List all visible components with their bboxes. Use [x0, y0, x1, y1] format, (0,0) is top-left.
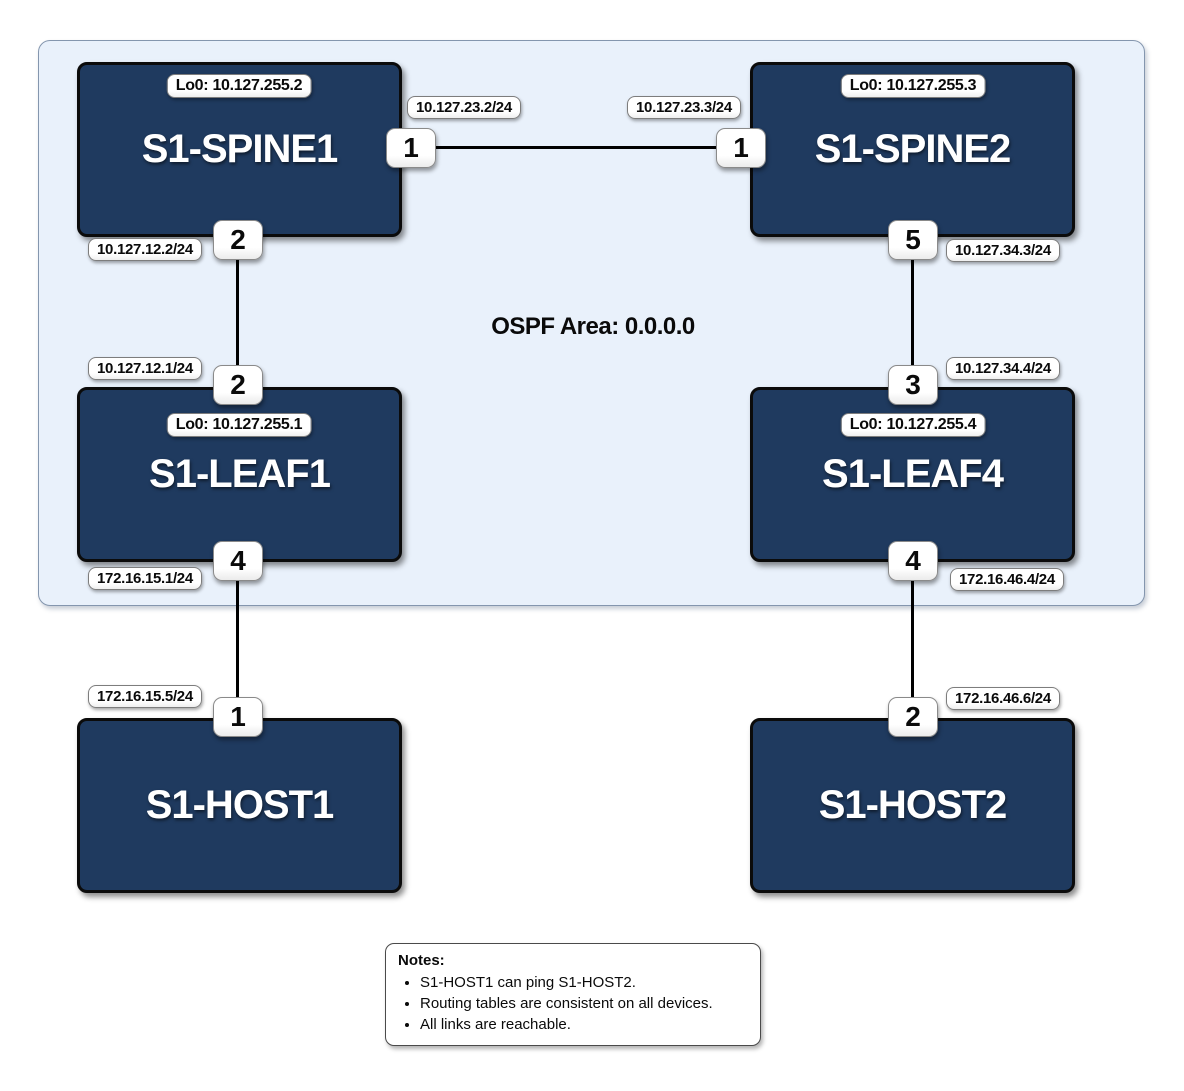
ip-label-leaf4-p4: 172.16.46.4/24 [950, 568, 1064, 591]
port-badge-host2-2: 2 [888, 697, 938, 737]
loopback-label-s1-leaf4: Lo0: 10.127.255.4 [840, 413, 986, 437]
ip-label-host2-p2: 172.16.46.6/24 [946, 687, 1060, 710]
device-name-s1-host1: S1-HOST1 [145, 783, 335, 827]
link-leaf1-host1 [236, 579, 239, 699]
loopback-label-s1-spine2: Lo0: 10.127.255.3 [840, 74, 986, 98]
ospf-area-label: OSPF Area: 0.0.0.0 [491, 313, 695, 340]
ip-label-spine2-p1: 10.127.23.3/24 [627, 96, 741, 119]
ip-label-leaf4-p3: 10.127.34.4/24 [946, 357, 1060, 380]
loopback-label-s1-spine1: Lo0: 10.127.255.2 [166, 74, 312, 98]
ip-label-spine1-p1: 10.127.23.2/24 [407, 96, 521, 119]
device-name-s1-leaf1: S1-LEAF1 [149, 452, 331, 496]
device-s1-host1: S1-HOST1 [77, 718, 402, 893]
notes-box: Notes: S1-HOST1 can ping S1-HOST2. Routi… [385, 943, 761, 1046]
ip-label-host1-p1: 172.16.15.5/24 [88, 685, 202, 708]
ip-label-leaf1-p4: 172.16.15.1/24 [88, 567, 202, 590]
port-badge-leaf1-4: 4 [213, 541, 263, 581]
port-badge-spine2-5: 5 [888, 220, 938, 260]
device-s1-host2: S1-HOST2 [750, 718, 1075, 893]
notes-list: S1-HOST1 can ping S1-HOST2. Routing tabl… [398, 972, 748, 1035]
link-spine1-leaf1 [236, 258, 239, 368]
port-badge-leaf4-3: 3 [888, 365, 938, 405]
loopback-label-s1-leaf1: Lo0: 10.127.255.1 [166, 413, 312, 437]
port-badge-spine1-2: 2 [213, 220, 263, 260]
port-badge-spine2-1: 1 [716, 128, 766, 168]
note-item: All links are reachable. [420, 1014, 748, 1035]
ip-label-spine2-p5: 10.127.34.3/24 [946, 239, 1060, 262]
device-name-s1-spine2: S1-SPINE2 [814, 127, 1012, 171]
device-name-s1-host2: S1-HOST2 [818, 783, 1008, 827]
port-badge-host1-1: 1 [213, 697, 263, 737]
link-leaf4-host2 [911, 579, 914, 699]
link-spine1-spine2 [436, 146, 717, 149]
ip-label-leaf1-p2: 10.127.12.1/24 [88, 357, 202, 380]
ip-label-spine1-p2: 10.127.12.2/24 [88, 238, 202, 261]
device-name-s1-spine1: S1-SPINE1 [141, 127, 339, 171]
port-badge-leaf1-2: 2 [213, 365, 263, 405]
port-badge-leaf4-4: 4 [888, 541, 938, 581]
note-item: Routing tables are consistent on all dev… [420, 993, 748, 1014]
notes-title: Notes: [398, 952, 445, 969]
device-name-s1-leaf4: S1-LEAF4 [822, 452, 1004, 496]
note-item: S1-HOST1 can ping S1-HOST2. [420, 972, 748, 993]
port-badge-spine1-1: 1 [386, 128, 436, 168]
link-spine2-leaf4 [911, 258, 914, 368]
